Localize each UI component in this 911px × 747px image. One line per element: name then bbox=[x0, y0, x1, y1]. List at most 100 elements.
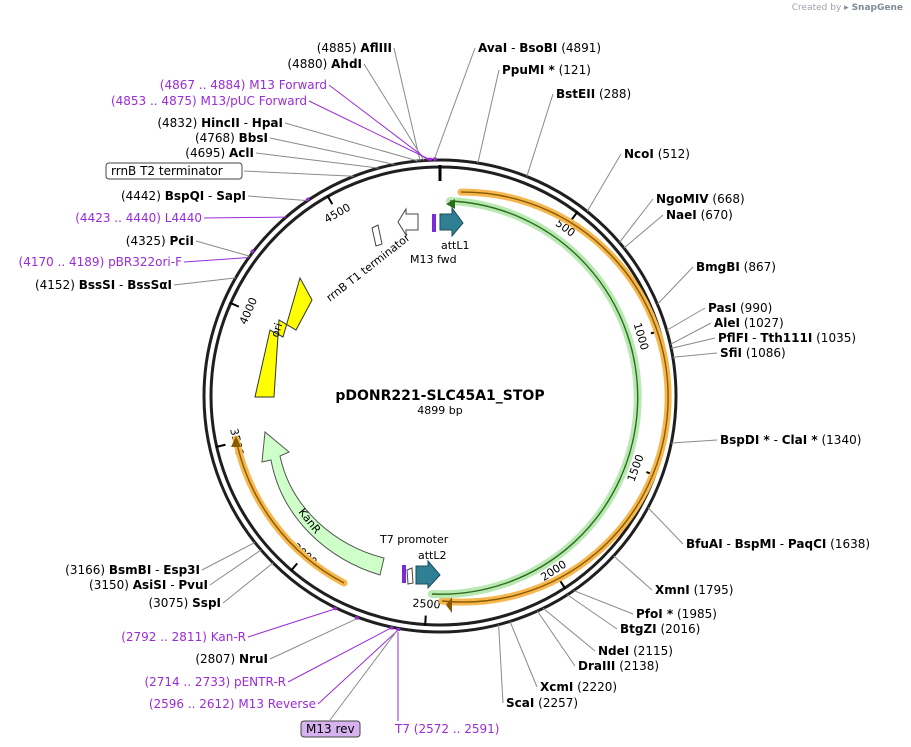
site-label-6-right_labels: BmgBI (867) bbox=[696, 260, 776, 274]
label-name: M13/pUC Forward bbox=[200, 94, 307, 108]
label-separator: - bbox=[204, 189, 216, 203]
primer-site-t7 bbox=[396, 627, 401, 632]
rrnb-t2-arrow-icon bbox=[371, 224, 383, 247]
leader-right-0 bbox=[433, 47, 476, 161]
site-label-12-left_labels: (4152) BssSI - BssSαI bbox=[35, 278, 172, 292]
label-position: (668) bbox=[709, 192, 745, 206]
svg-text:(4853 .. 4875) M13/pUC Forwar: (4853 .. 4875) M13/pUC Forward bbox=[111, 94, 307, 108]
svg-text:(2596 .. 2612) M13 Reverse: (2596 .. 2612) M13 Reverse bbox=[149, 697, 316, 711]
label-position: (990) bbox=[736, 301, 772, 315]
leader-right-14 bbox=[573, 590, 634, 615]
site-labels: (4885) AflIII(4880) AhdI(4867 .. 4884) M… bbox=[19, 41, 870, 738]
svg-text:BmgBI (867): BmgBI (867) bbox=[696, 260, 776, 274]
site-label-10-right_labels: SfiI (1086) bbox=[720, 346, 786, 360]
feature-box bbox=[105, 162, 243, 180]
label-name: BsoBI bbox=[519, 41, 557, 55]
svg-text:ScaI (2257): ScaI (2257) bbox=[506, 696, 578, 710]
svg-text:(4832) HincII - HpaI: (4832) HincII - HpaI bbox=[157, 116, 283, 130]
site-label-15-right_labels: BtgZI (2016) bbox=[620, 622, 700, 636]
primer-label-16-left_labels: (2792 .. 2811) Kan-R bbox=[121, 630, 246, 644]
label-name: Esp3I bbox=[163, 563, 200, 577]
label-position: (4891) bbox=[557, 41, 601, 55]
svg-text:PasI (990): PasI (990) bbox=[708, 301, 772, 315]
label-name: SspI bbox=[192, 596, 221, 610]
leader-left-12 bbox=[173, 277, 236, 286]
site-label-7-right_labels: PasI (990) bbox=[708, 301, 772, 315]
label-name: ScaI bbox=[506, 696, 534, 710]
label-name: AsiSI bbox=[133, 578, 167, 592]
site-label-0-bottom_labels: M13 rev bbox=[300, 720, 361, 738]
svg-text:(4442) BspQI - SapI: (4442) BspQI - SapI bbox=[121, 189, 246, 203]
label-name: AclI bbox=[229, 146, 254, 160]
ruler-tick-3500 bbox=[215, 443, 226, 448]
orf-arc-green-arrowhead bbox=[446, 199, 455, 209]
svg-text:NcoI (512): NcoI (512) bbox=[624, 147, 690, 161]
label-name: DraIII bbox=[578, 659, 615, 673]
label-name: XmnI bbox=[655, 583, 690, 597]
attl2-label: attL2 bbox=[418, 549, 447, 562]
leader-right-6 bbox=[657, 266, 694, 305]
site-label-8-left_labels: (4442) BspQI - SapI bbox=[121, 189, 246, 203]
site-label-16-right_labels: NdeI (2115) bbox=[598, 644, 673, 658]
label-name: XcmI bbox=[540, 680, 573, 694]
site-label-13-right_labels: XmnI (1795) bbox=[655, 583, 733, 597]
svg-text:DraIII (2138): DraIII (2138) bbox=[578, 659, 659, 673]
svg-text:BfuAI - BspMI - PaqCI (1: BfuAI - BspMI - PaqCI (1638) bbox=[686, 537, 870, 551]
label-position: (3166) bbox=[65, 563, 109, 577]
label-name: BssSαI bbox=[127, 278, 172, 292]
attl1-label: attL1 bbox=[441, 239, 470, 252]
label-position: (2572 .. 2591) bbox=[410, 722, 500, 736]
orf-arc-green-line bbox=[431, 200, 639, 595]
ruler-tick-2000 bbox=[559, 579, 567, 590]
site-label-8-right_labels: AleI (1027) bbox=[714, 316, 784, 330]
label-position: (4325) bbox=[126, 234, 170, 248]
primer-label-9-left_labels: (4423 .. 4440) L4440 bbox=[75, 211, 202, 225]
leader-left-4 bbox=[284, 122, 419, 162]
site-label-14-left_labels: (3150) AsiSI - PvuI bbox=[89, 578, 208, 592]
label-position: (2016) bbox=[657, 622, 701, 636]
label-position: (2138) bbox=[615, 659, 659, 673]
primer-site-l4440 bbox=[305, 197, 310, 202]
label-name: NcoI bbox=[624, 147, 654, 161]
feature-box-text: rrnB T2 terminator bbox=[111, 164, 223, 178]
svg-text:T7 (2572 .. 2591): T7 (2572 .. 2591) bbox=[394, 722, 499, 736]
svg-text:(3075) SspI: (3075) SspI bbox=[148, 596, 221, 610]
label-name: AleI bbox=[714, 316, 740, 330]
primer-label-19-left_labels: (2596 .. 2612) M13 Reverse bbox=[149, 697, 316, 711]
svg-text:XmnI (1795): XmnI (1795) bbox=[655, 583, 733, 597]
leader-left-2 bbox=[328, 84, 429, 161]
leader-left-6 bbox=[255, 152, 379, 169]
label-position: (2115) bbox=[629, 644, 673, 658]
leader-left-13 bbox=[201, 542, 256, 571]
leader-left-18 bbox=[287, 626, 393, 683]
leader-left-1 bbox=[363, 63, 425, 161]
label-position: (1638) bbox=[826, 537, 870, 551]
primer-site-kan-r bbox=[332, 606, 338, 611]
label-position: (1795) bbox=[690, 583, 734, 597]
label-position: (1086) bbox=[742, 346, 786, 360]
t7-promoter-label: T7 promoter bbox=[379, 533, 449, 546]
svg-text:(4325) PciI: (4325) PciI bbox=[126, 234, 194, 248]
leader-right-1 bbox=[477, 69, 500, 164]
label-position: (2807) bbox=[195, 652, 239, 666]
label-position: (2596 .. 2612) bbox=[149, 697, 239, 711]
leader-bottom-0 bbox=[329, 631, 397, 721]
leader-right-11 bbox=[671, 439, 718, 444]
site-label-2-right_labels: BstEII (288) bbox=[556, 87, 631, 101]
site-label-6-left_labels: (4695) AclI bbox=[185, 146, 254, 160]
label-name: BstEII bbox=[556, 87, 595, 101]
label-position: (4170 .. 4189) bbox=[19, 255, 109, 269]
label-position: (867) bbox=[740, 260, 776, 274]
leader-right-4 bbox=[618, 198, 654, 243]
label-name: NaeI bbox=[666, 208, 697, 222]
site-label-4-left_labels: (4832) HincII - HpaI bbox=[157, 116, 283, 130]
ruler-tick-3000 bbox=[290, 562, 299, 572]
leader-right-16 bbox=[542, 607, 596, 652]
leader-right-8 bbox=[670, 322, 712, 345]
leader-left-10 bbox=[195, 240, 250, 257]
svg-text:(3150) AsiSI - PvuI: (3150) AsiSI - PvuI bbox=[89, 578, 208, 592]
svg-text:(4768) BbsI: (4768) BbsI bbox=[195, 131, 268, 145]
leader-right-15 bbox=[566, 594, 618, 630]
label-name: M13 Reverse bbox=[238, 697, 316, 711]
